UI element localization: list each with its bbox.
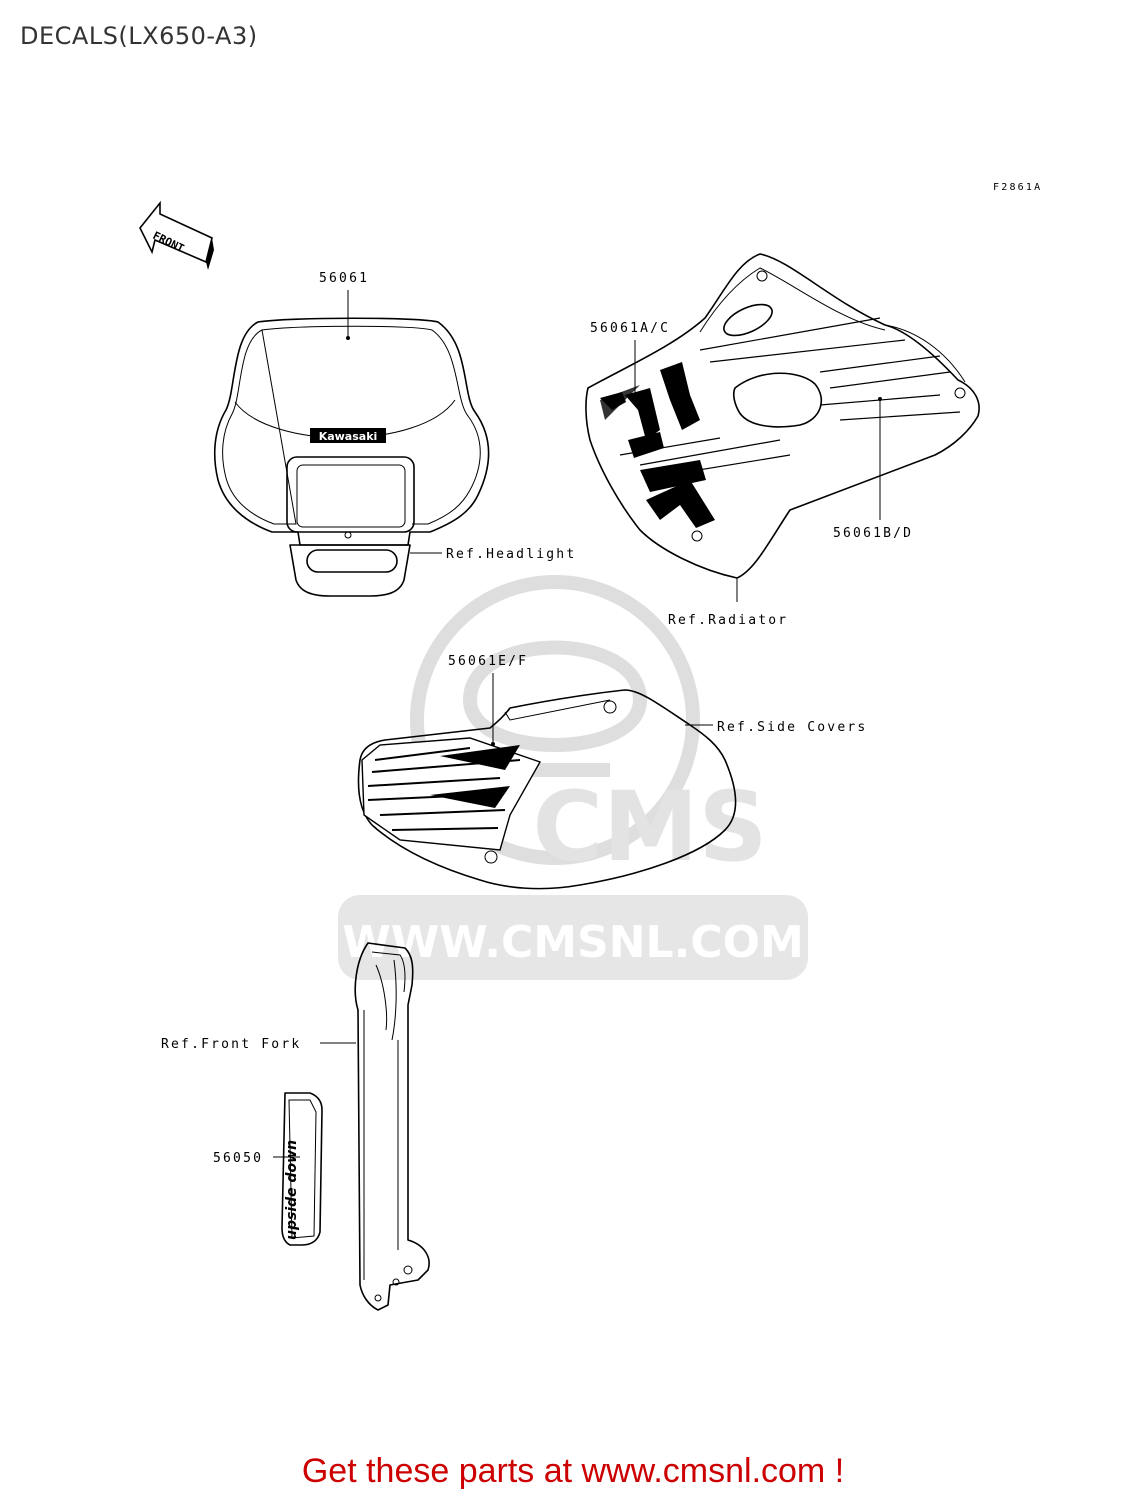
kawasaki-decal-text: Kawasaki [319,430,378,443]
klx-graphic [600,362,715,528]
footer-banner[interactable]: Get these parts at www.cmsnl.com ! [301,1452,845,1490]
callout-fork-decal: 56050 [213,1151,263,1166]
callout-headlight-decal: 56061 [319,271,369,286]
callout-side-cover: 56061E/F [448,654,528,669]
fork-decal-text: upside down [284,1140,300,1240]
ref-front-fork: Ref.Front Fork [161,1037,301,1052]
side-cover [357,689,737,890]
front-arrow-icon: FRONT [139,200,214,270]
ref-headlight: Ref.Headlight [446,547,576,562]
ref-side-covers: Ref.Side Covers [717,720,867,735]
kawasaki-decal [310,428,386,443]
watermark-url: WWW.CMSNL.COM [342,917,804,968]
callout-shroud-lower: 56061B/D [833,526,913,541]
front-fork-guard [354,942,430,1311]
callout-shroud-upper: 56061A/C [590,321,670,336]
radiator-shroud [585,253,980,579]
figure-code: F2861A [993,182,1042,193]
page-title: DECALS(LX650-A3) [20,22,258,50]
watermark-brand: CMS [532,771,767,883]
headlight-cowl: Kawasaki [213,317,490,597]
ref-radiator: Ref.Radiator [668,613,788,628]
upside-down-decal: upside down [281,1092,323,1246]
watermark-bar [338,895,808,980]
